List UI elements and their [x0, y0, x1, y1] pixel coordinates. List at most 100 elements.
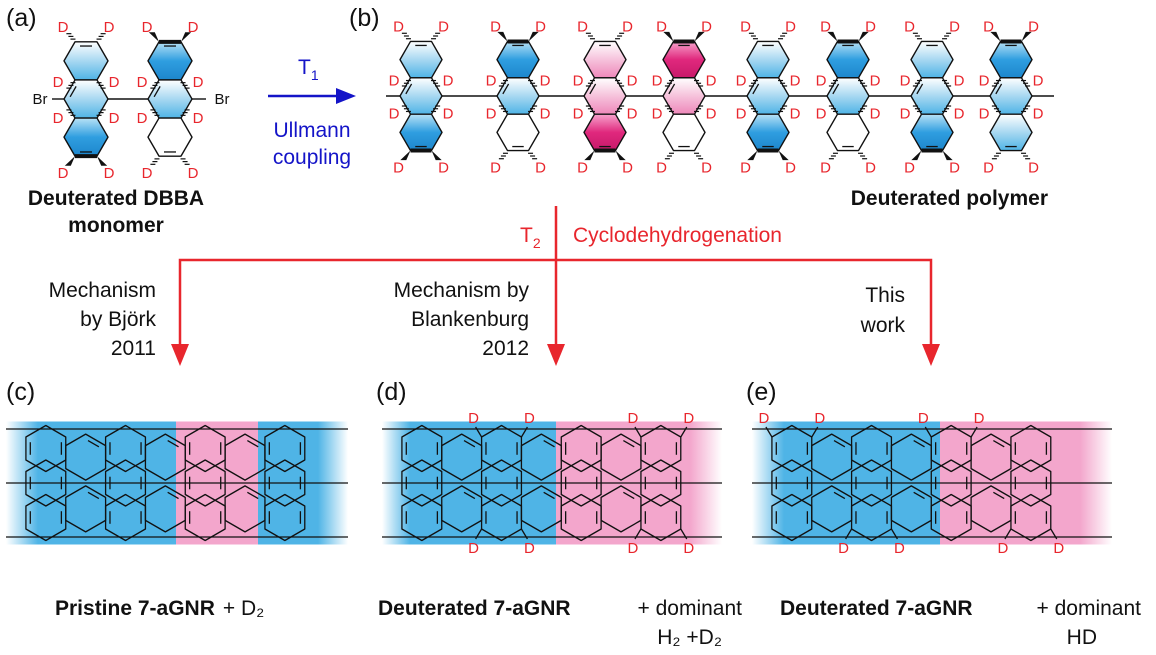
deuterium-label: D [785, 18, 796, 35]
double-bond [87, 439, 100, 448]
c-d-bond [680, 426, 688, 438]
deuterium-label: D [683, 540, 694, 557]
c-d-bond [520, 528, 528, 540]
benzene-ring [583, 40, 627, 79]
deuterium-label: D [894, 540, 905, 557]
double-bond [913, 491, 925, 500]
double-bond [543, 439, 555, 448]
benzene-ring [640, 493, 682, 542]
benzene-ring [496, 40, 540, 79]
wedge-bond [1021, 31, 1032, 42]
red-arrowheads [171, 344, 940, 366]
deuterium-label: D [393, 160, 404, 177]
wedge-bond [858, 31, 869, 42]
wedge-bond [663, 31, 674, 42]
benzene-ring [25, 424, 67, 473]
ullmann-arrow [268, 88, 356, 104]
t1-label: T1 [298, 56, 319, 83]
benzene-ring [989, 40, 1033, 79]
deuterium-label: D [438, 18, 449, 35]
double-bond [995, 83, 1003, 95]
double-bond [69, 86, 77, 98]
c-d-bond [924, 426, 932, 438]
deuterium-label: D [820, 18, 831, 35]
deuterium-label: D [104, 165, 115, 182]
deuterium-label: D [706, 73, 717, 90]
double-bond [833, 491, 846, 500]
ullmann-text: Ullmann [273, 119, 350, 142]
deuterium-label: D [535, 18, 546, 35]
benzene-ring [147, 117, 193, 157]
deuterium-label: D [656, 160, 667, 177]
deuterium-label: D [870, 73, 881, 90]
deuterium-label: D [701, 160, 712, 177]
deuterium-label: D [865, 18, 876, 35]
product-d-extra2: H₂ +D₂ [657, 626, 722, 649]
wedge-bond [431, 150, 442, 161]
benzene-ring [104, 459, 147, 507]
deuterium-label: D [524, 540, 535, 557]
benzene-ring [63, 41, 109, 81]
deuterium-label: D [1028, 18, 1039, 35]
deuterium-label: D [865, 160, 876, 177]
benzene-ring [496, 113, 540, 152]
double-bond [832, 83, 840, 95]
deuterium-label: D [443, 73, 454, 90]
deuterium-label: D [736, 105, 747, 122]
deuterium-label: D [490, 160, 501, 177]
benzene-ring [910, 113, 954, 152]
benzene-ring [184, 424, 226, 473]
deuterium-label: D [628, 540, 639, 557]
benzene-ring [1010, 493, 1052, 542]
wedge-bond [827, 31, 838, 42]
thiswork-line2: work [860, 314, 906, 337]
deuterium-label: D [900, 73, 911, 90]
deuterium-label: D [918, 410, 929, 427]
deuterium-label: D [983, 160, 994, 177]
deuterium-label: D [706, 105, 717, 122]
blankenburg-line2: Blankenburg [411, 308, 529, 331]
deuterium-label: D [740, 18, 751, 35]
deuterium-label: D [870, 105, 881, 122]
product-c-caption: Pristine 7-aGNR+ D₂ [55, 597, 264, 620]
benzene-ring [826, 40, 870, 79]
deuterium-label: D [785, 160, 796, 177]
double-bond [405, 83, 413, 95]
deuterium-label: D [573, 105, 584, 122]
benzene-ring [224, 485, 266, 533]
double-bond [153, 86, 161, 98]
wedge-bond [400, 150, 411, 161]
wedge-bond [747, 150, 758, 161]
c-d-bond [811, 426, 819, 438]
deuterium-label: D [790, 105, 801, 122]
double-bond [463, 491, 476, 500]
product-d-name: Deuterated 7-aGNR [378, 597, 571, 620]
monomer-caption-1: Deuterated DBBA [28, 187, 204, 210]
deuterium-label: D [490, 18, 501, 35]
deuterium-label: D [137, 110, 148, 127]
thiswork-line1: This [865, 284, 905, 307]
panel-label-d: (d) [376, 378, 407, 406]
benzene-ring [264, 424, 306, 473]
benzene-ring [746, 113, 790, 152]
blankenburg-line1: Mechanism by [394, 279, 530, 302]
benzene-ring [63, 117, 109, 157]
deuterium-label: D [486, 73, 497, 90]
deuterium-label: D [1033, 105, 1044, 122]
wedge-bond [911, 150, 922, 161]
product-d-extra1: + dominant [638, 597, 743, 620]
deuterium-label: D [535, 160, 546, 177]
benzene-ring [746, 40, 790, 79]
deuterium-label: D [814, 410, 825, 427]
c-d-bond [765, 426, 773, 438]
t2-label: T2 [520, 224, 541, 251]
benzene-ring [399, 113, 443, 152]
double-bond [463, 439, 476, 448]
wedge-bond [615, 150, 626, 161]
wedge-bond [181, 32, 192, 42]
benzene-ring [930, 459, 972, 507]
